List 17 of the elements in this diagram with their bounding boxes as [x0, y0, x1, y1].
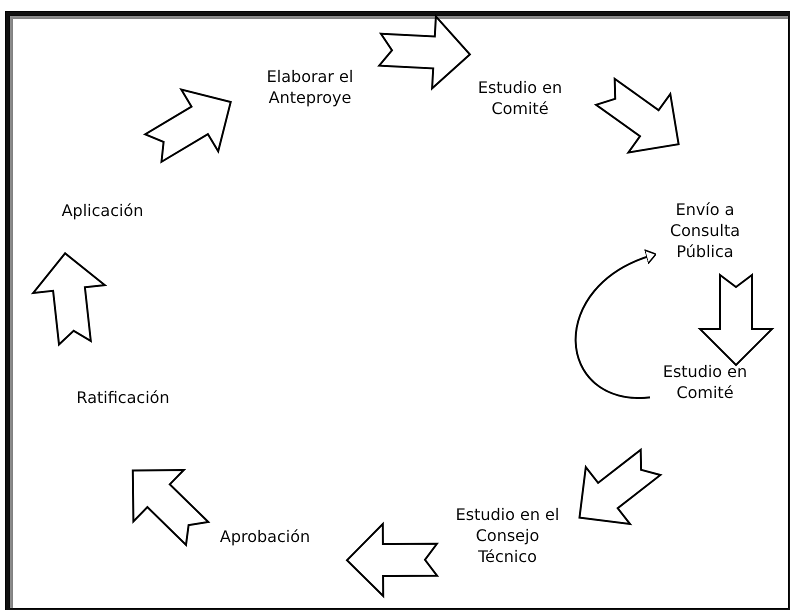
block-arrow: [346, 522, 440, 598]
stage-label: Estudio en Comité: [662, 362, 748, 404]
stage-label: Aprobación: [218, 527, 312, 548]
block-arrow: [142, 88, 232, 164]
block-arrow: [30, 252, 108, 347]
stage-label: Aplicación: [60, 201, 144, 222]
stage-label: Ratificación: [75, 388, 171, 409]
block-arrow: [377, 14, 472, 91]
block-arrow: [578, 448, 663, 526]
stage-label: Elaborar el Anteproye: [266, 67, 354, 109]
stage-label: Estudio en el Consejo Técnico: [454, 505, 560, 568]
block-arrow: [698, 273, 774, 366]
stage-label: Estudio en Comité: [476, 78, 564, 120]
block-arrow: [132, 468, 210, 548]
curved-arrow: [574, 250, 657, 398]
block-arrow: [594, 76, 680, 154]
stage-label: Envío a Consulta Pública: [668, 200, 742, 262]
